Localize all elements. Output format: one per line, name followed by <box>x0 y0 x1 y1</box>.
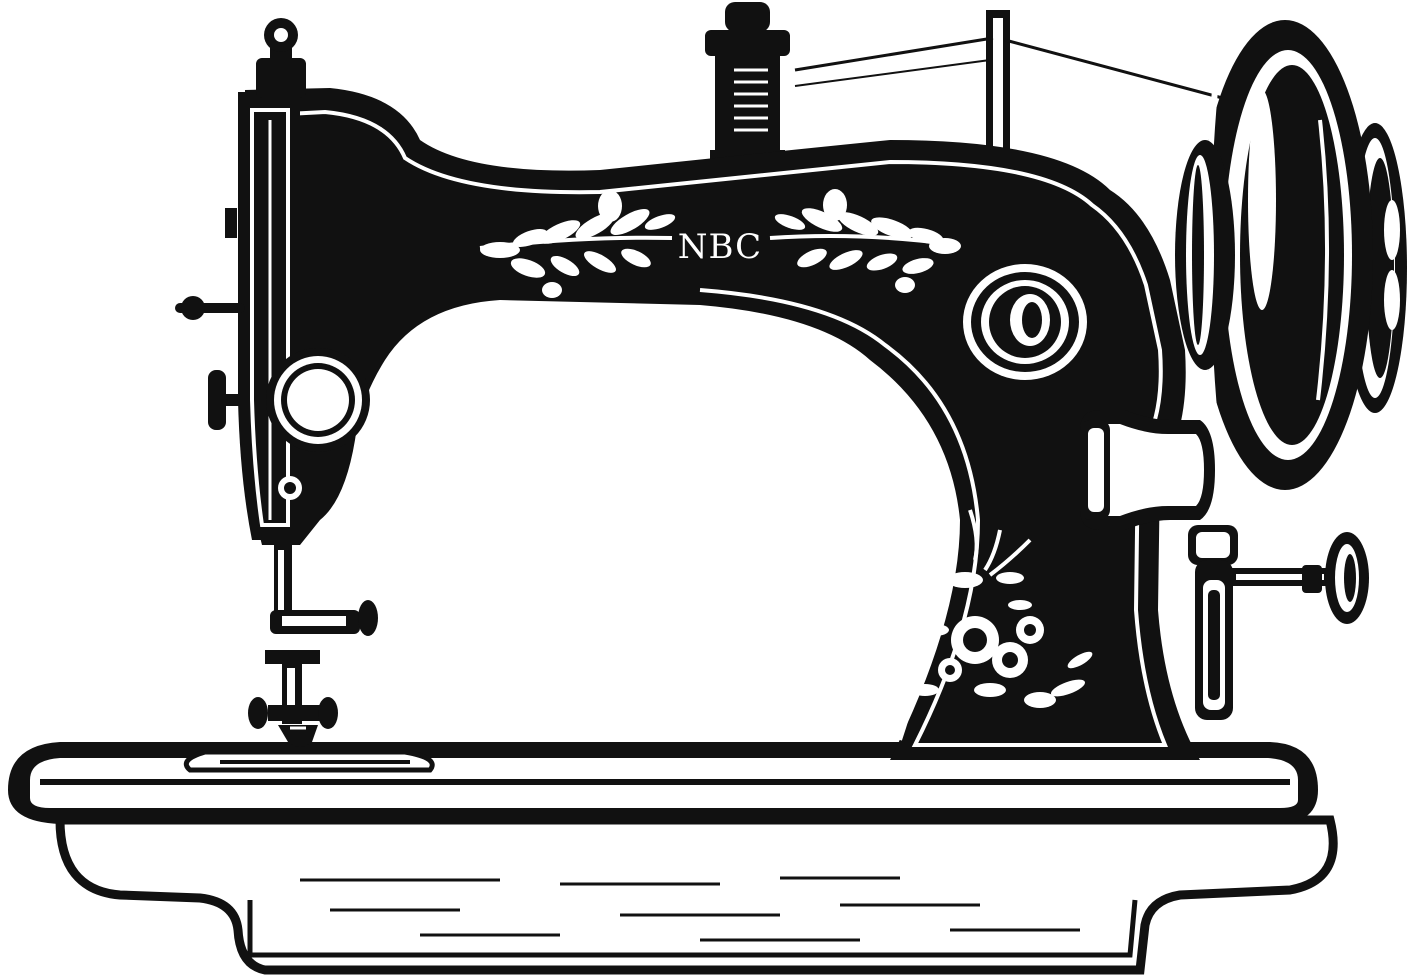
handwheel <box>1175 20 1407 490</box>
needle-bar-cap <box>256 18 306 98</box>
brand-lettering: NBC <box>678 227 762 267</box>
spool-pin <box>705 2 790 162</box>
floral-decoration <box>911 509 1093 708</box>
bobbin-lever <box>1080 410 1215 530</box>
decorative-garland <box>479 189 961 298</box>
tension-dial <box>963 264 1087 380</box>
machine-base <box>8 742 1338 975</box>
stitch-lever <box>1188 525 1369 720</box>
needle-assembly <box>248 545 378 747</box>
machine-arm <box>175 88 1200 760</box>
